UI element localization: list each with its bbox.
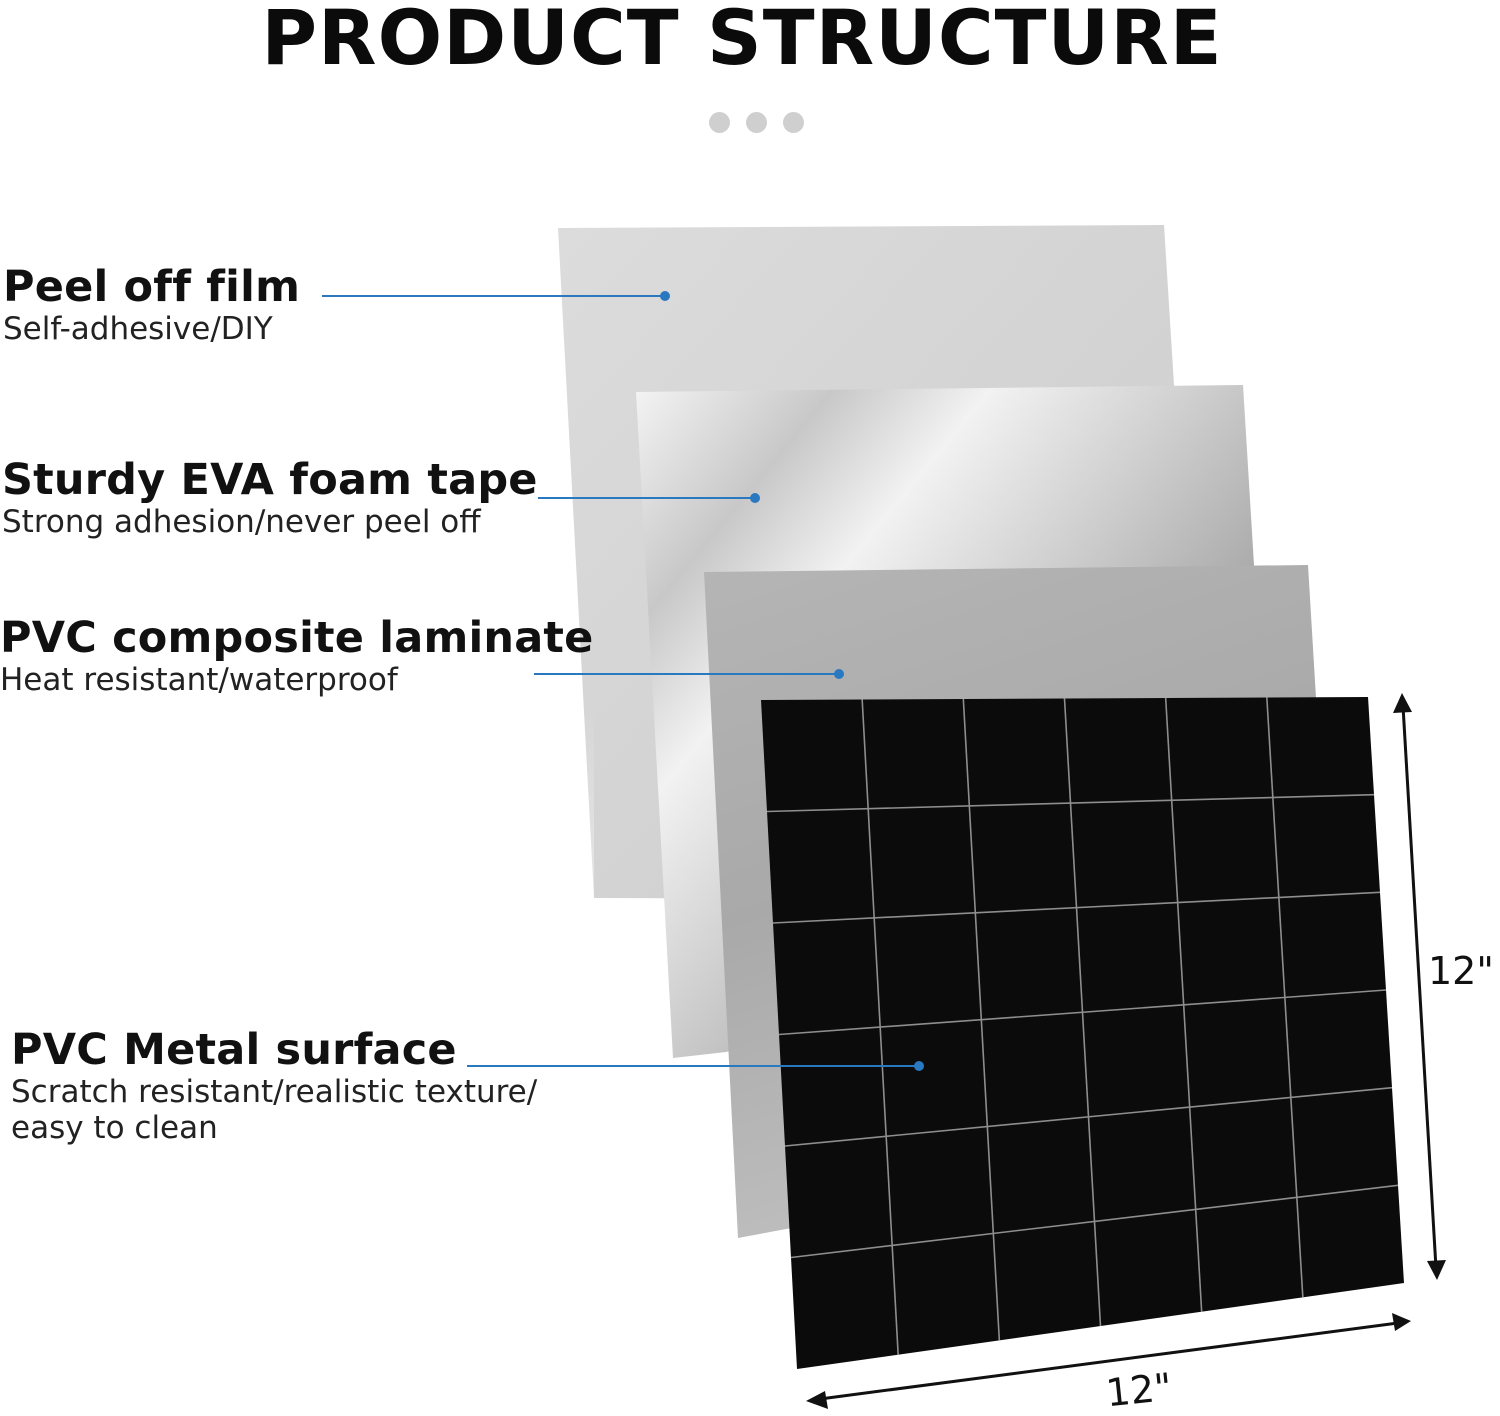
width-dimension-arrow <box>806 1313 1411 1409</box>
grout-line <box>784 1086 1393 1147</box>
layer-name: PVC Metal surface <box>11 1025 457 1075</box>
layer-description: Self-adhesive/DIY <box>3 311 273 347</box>
label-pvc-composite-laminate: PVC composite laminate Heat resistant/wa… <box>0 614 594 698</box>
grout-line <box>778 989 1387 1036</box>
grout-line <box>766 793 1375 813</box>
height-dimension-label: 12" <box>1428 949 1494 993</box>
dot <box>746 112 767 133</box>
layer-name: Peel off film <box>3 262 301 312</box>
layer-name: Sturdy EVA foam tape <box>2 455 538 505</box>
layer-description: Heat resistant/waterproof <box>0 662 398 698</box>
layer-name: PVC composite laminate <box>0 613 594 663</box>
grout-line <box>772 891 1381 924</box>
layer-description: Scratch resistant/realistic texture/ <box>11 1074 538 1110</box>
tile-grout-grid <box>766 697 1399 1355</box>
label-pvc-metal-surface: PVC Metal surface Scratch resistant/real… <box>11 1026 537 1146</box>
leader-lines <box>322 295 918 1067</box>
leader-dot <box>750 493 760 503</box>
layer-description: Strong adhesion/never peel off <box>2 504 481 540</box>
height-dimension-arrow <box>1393 693 1446 1280</box>
grout-line <box>790 1184 1399 1259</box>
label-peel-off-film: Peel off film Self-adhesive/DIY <box>3 263 300 347</box>
dot <box>783 112 804 133</box>
dot <box>709 112 730 133</box>
label-eva-foam-tape: Sturdy EVA foam tape Strong adhesion/nev… <box>2 456 538 540</box>
leader-dot <box>834 669 844 679</box>
pagination-dots <box>709 112 804 133</box>
pvc-metal-surface-sheet <box>761 697 1404 1369</box>
layer-description-line2: easy to clean <box>11 1110 218 1146</box>
leader-dot <box>914 1061 924 1071</box>
width-dimension-label: 12" <box>1103 1364 1174 1416</box>
page-title: PRODUCT STRUCTURE <box>261 0 1223 82</box>
leader-dot <box>660 291 670 301</box>
